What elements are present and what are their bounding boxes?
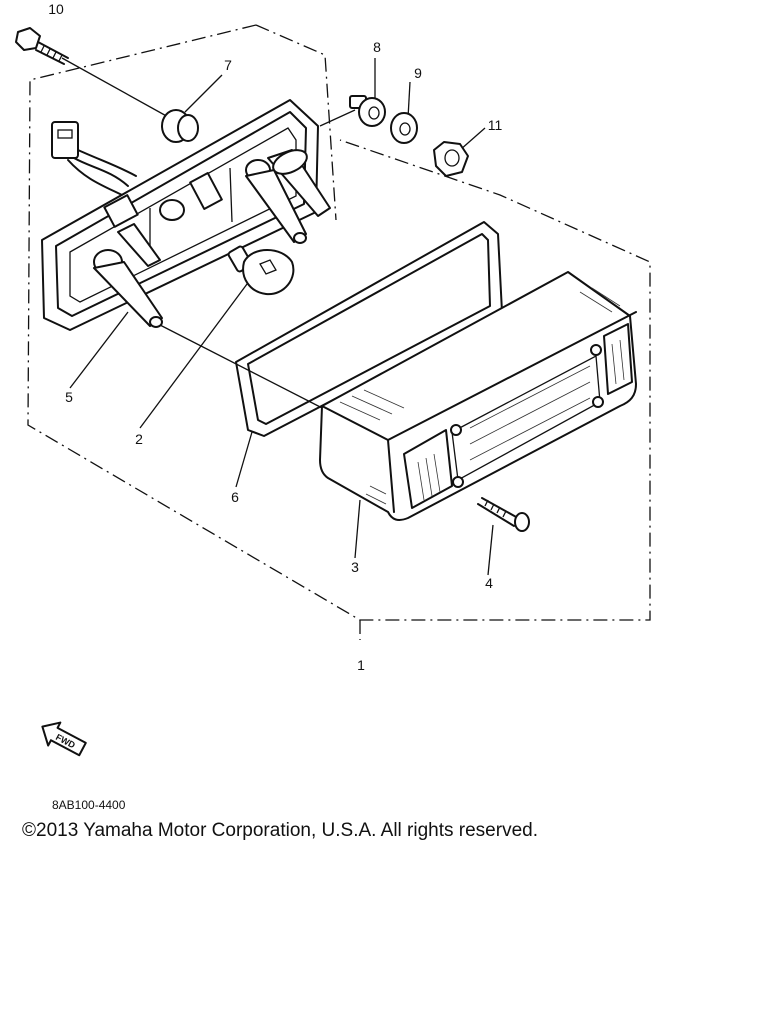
washer-part-9 <box>390 112 418 144</box>
fwd-arrow-icon: FWD <box>41 721 87 757</box>
lamp-base-housing <box>41 99 331 331</box>
nut-part-11 <box>433 141 469 177</box>
lens-part-3 <box>319 271 637 521</box>
callout-5: 5 <box>65 389 73 405</box>
screw-part-4 <box>477 497 530 532</box>
leader-lines <box>61 57 494 576</box>
bulb-part-2 <box>227 245 295 296</box>
callout-2: 2 <box>135 431 143 447</box>
grommet-part-7 <box>161 109 199 143</box>
callout-labels: 10 7 8 9 11 5 2 6 3 4 1 <box>48 1 502 673</box>
copyright-notice: ©2013 Yamaha Motor Corporation, U.S.A. A… <box>22 820 538 841</box>
wire-harness <box>51 121 137 197</box>
bolt-part-10 <box>15 27 69 65</box>
callout-8: 8 <box>373 39 381 55</box>
callout-4: 4 <box>485 575 493 591</box>
callout-10: 10 <box>48 1 64 17</box>
callout-1: 1 <box>357 657 365 673</box>
callout-11: 11 <box>488 117 503 133</box>
callout-9: 9 <box>414 65 422 81</box>
callout-3: 3 <box>351 559 359 575</box>
assembly-outline <box>27 24 651 640</box>
callout-7: 7 <box>224 57 232 73</box>
callout-6: 6 <box>231 489 239 505</box>
diagram-code: 8AB100-4400 <box>52 798 126 812</box>
collar-part-8 <box>349 95 386 127</box>
